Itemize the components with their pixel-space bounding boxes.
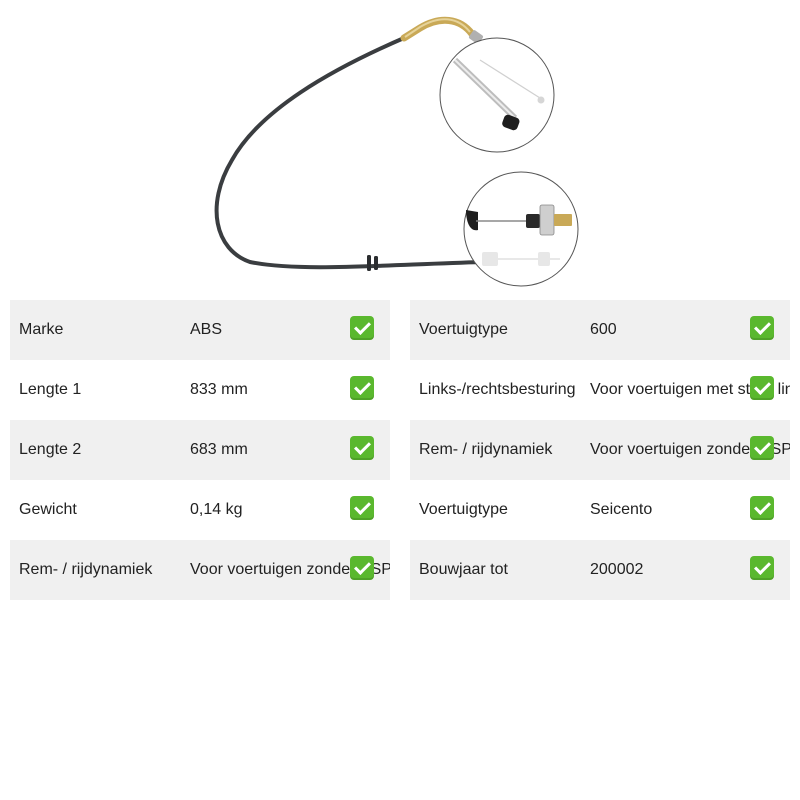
spec-row: Voertuigtype Seicento <box>410 480 790 540</box>
check-mark-icon <box>750 556 774 580</box>
spec-label: Voertuigtype <box>419 321 508 338</box>
spec-value: Voor voertuigen zonder ESP <box>190 561 390 578</box>
spec-value: ABS <box>190 321 223 338</box>
spec-row: Bouwjaar tot 200002 <box>410 540 790 600</box>
spec-value: Seicento <box>590 501 653 518</box>
spec-row: Gewicht 0,14 kg <box>10 480 390 540</box>
spec-row: Links-/rechtsbesturing Voor voertuigen m… <box>410 360 790 420</box>
spec-row: Lengte 1 833 mm <box>10 360 390 420</box>
check-mark-icon <box>350 436 374 460</box>
check-mark-icon <box>750 496 774 520</box>
detail-inset-bottom <box>463 171 579 287</box>
spec-value: 833 mm <box>190 381 248 398</box>
check-mark-icon <box>750 436 774 460</box>
spec-label: Rem- / rijdynamiek <box>419 441 553 458</box>
spec-value: 200002 <box>590 561 644 578</box>
spec-label: Voertuigtype <box>419 501 508 518</box>
spec-label: Lengte 2 <box>19 441 82 458</box>
check-mark-icon <box>350 496 374 520</box>
check-mark-icon <box>750 316 774 340</box>
check-mark-icon <box>350 556 374 580</box>
spec-label: Rem- / rijdynamiek <box>19 561 153 578</box>
cable-grommet <box>374 256 378 270</box>
spec-value: 600 <box>590 321 617 338</box>
spec-row: Rem- / rijdynamiek Voor voertuigen zonde… <box>10 540 390 600</box>
check-mark-icon <box>350 376 374 400</box>
spec-label: Gewicht <box>19 501 77 518</box>
spec-label: Links-/rechtsbesturing <box>419 381 576 398</box>
brass-tube <box>400 16 476 42</box>
spec-row: Rem- / rijdynamiek Voor voertuigen zonde… <box>410 420 790 480</box>
detail-inset-top <box>439 37 555 153</box>
check-mark-icon <box>750 376 774 400</box>
spec-value: Voor voertuigen zonder ESP <box>590 441 790 458</box>
cable-grommet <box>367 255 371 271</box>
spec-row: Lengte 2 683 mm <box>10 420 390 480</box>
spec-value: 683 mm <box>190 441 248 458</box>
spec-table-right: Voertuigtype 600 Links-/rechtsbesturing … <box>410 300 790 600</box>
spec-label: Bouwjaar tot <box>419 561 508 578</box>
spec-label: Marke <box>19 321 64 338</box>
spec-value: Voor voertuigen met stuur links <box>590 381 790 398</box>
cable <box>214 36 484 270</box>
spec-value: 0,14 kg <box>190 501 243 518</box>
check-mark-icon <box>350 316 374 340</box>
spec-row: Voertuigtype 600 <box>410 300 790 360</box>
spec-table-left: Marke ABS Lengte 1 833 mm Lengte 2 683 m… <box>10 300 390 600</box>
throttle-cable-image <box>214 16 579 287</box>
spec-label: Lengte 1 <box>19 381 82 398</box>
spec-row: Marke ABS <box>10 300 390 360</box>
